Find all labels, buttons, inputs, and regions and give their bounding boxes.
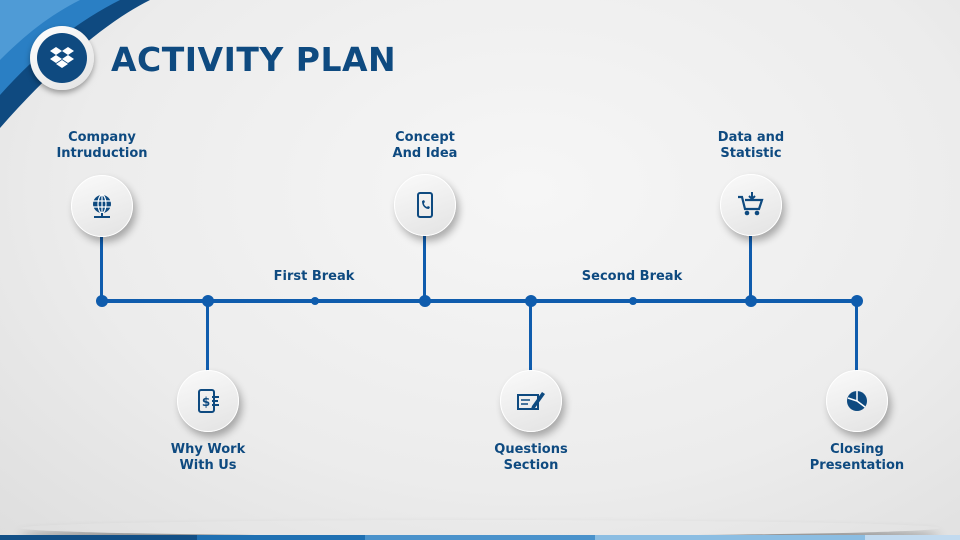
connector (206, 301, 209, 371)
connector (749, 235, 752, 300)
label-line: Presentation (809, 458, 905, 473)
label-line: With Us (179, 458, 237, 473)
corner-decoration (0, 0, 150, 128)
timeline-dot (525, 295, 537, 307)
label-line: Data and (717, 130, 785, 145)
label-line: Why Work (170, 442, 246, 457)
timeline-dot (202, 295, 214, 307)
svg-text:$: $ (202, 395, 210, 409)
timeline-dot (419, 295, 431, 307)
logo-badge (30, 26, 94, 90)
globe-icon (93, 194, 111, 218)
milestone-data-and-statistic[interactable] (720, 174, 782, 236)
connector (423, 235, 426, 300)
label-line: Intruduction (56, 146, 148, 161)
tablet-dollar-icon: $ (198, 389, 219, 413)
document-pen-icon (517, 392, 545, 410)
label-line: And Idea (392, 146, 458, 161)
timeline-dot (745, 295, 757, 307)
footer-strip (595, 535, 865, 540)
connector (855, 301, 858, 371)
label-line: Closing (830, 442, 884, 457)
pie-chart-icon (847, 391, 867, 411)
timeline-dot (96, 295, 108, 307)
label-line: Statistic (720, 146, 782, 161)
break-dot (629, 297, 637, 305)
floor-shadow (20, 520, 940, 536)
timeline-dot (851, 295, 863, 307)
phone-call-icon (417, 192, 433, 218)
label-line: Section (503, 458, 559, 473)
break-label: First Break (273, 269, 355, 284)
footer-strip (197, 535, 365, 540)
label-line: Company (68, 130, 136, 145)
milestone-company-intruduction[interactable] (71, 175, 133, 237)
page-title: ACTIVITY PLAN (111, 40, 397, 79)
timeline-axis (102, 299, 857, 303)
footer-strip (365, 535, 595, 540)
shopping-cart-icon (738, 192, 764, 216)
connector (100, 236, 103, 300)
milestone-concept-and-idea[interactable] (394, 174, 456, 236)
break-label: Second Break (581, 269, 683, 284)
dropbox-icon (37, 33, 87, 83)
label-line: Concept (395, 130, 455, 145)
connector (529, 301, 532, 371)
label-line: Questions (494, 442, 568, 457)
milestone-questions-section[interactable] (500, 370, 562, 432)
break-dot (311, 297, 319, 305)
milestone-why-work-with-us[interactable]: $ (177, 370, 239, 432)
footer-strip (865, 535, 960, 540)
footer-strip (0, 535, 197, 540)
milestone-closing-presentation[interactable] (826, 370, 888, 432)
